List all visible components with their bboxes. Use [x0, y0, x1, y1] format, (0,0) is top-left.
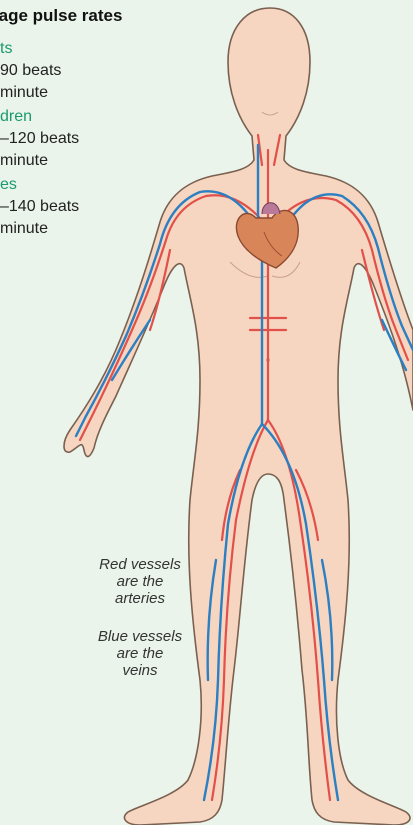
veins-caption-line1: Blue vessels	[70, 628, 210, 645]
pulse-rates-title: rage pulse rates	[0, 6, 122, 26]
babies-rate-line2: minute	[0, 218, 48, 239]
veins-caption: Blue vessels are the veins	[70, 628, 210, 679]
children-label: dren	[0, 108, 32, 126]
children-rate-line1: –120 beats	[0, 128, 79, 149]
arteries-caption-line2: are the	[70, 573, 210, 590]
adults-label: ts	[0, 40, 12, 58]
body-silhouette	[64, 8, 413, 825]
arteries-caption-line1: Red vessels	[70, 556, 210, 573]
veins-caption-line2: are the	[70, 645, 210, 662]
veins-caption-line3: veins	[70, 662, 210, 679]
children-rate-line2: minute	[0, 150, 48, 171]
adults-rate-line2: minute	[0, 82, 48, 103]
adults-rate-line1: 90 beats	[0, 60, 61, 81]
arteries-caption: Red vessels are the arteries	[70, 556, 210, 607]
babies-label: es	[0, 176, 17, 194]
babies-rate-line1: –140 beats	[0, 196, 79, 217]
arteries-caption-line3: arteries	[70, 590, 210, 607]
